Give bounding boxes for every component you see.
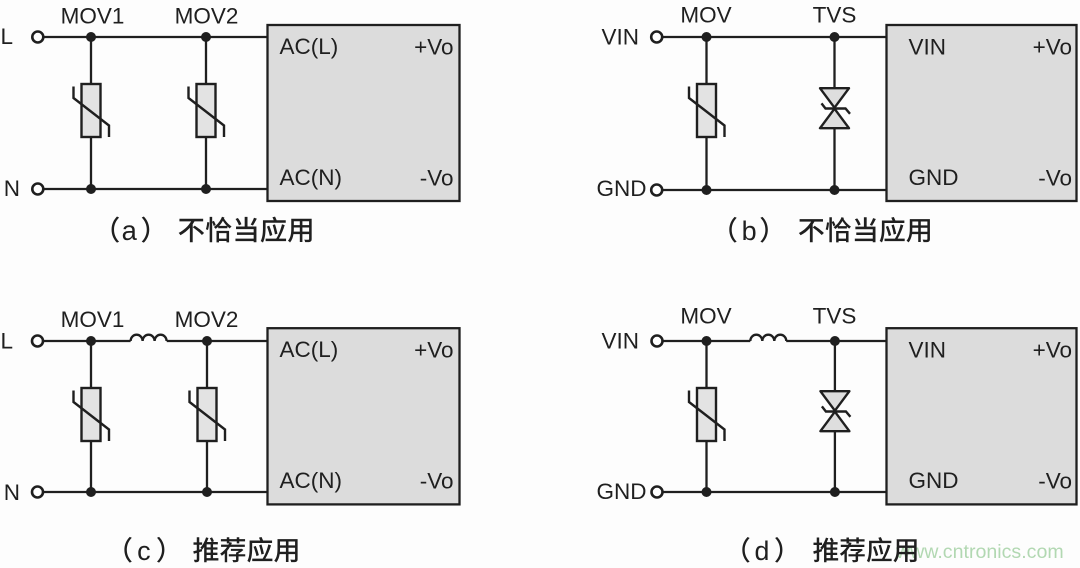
svg-text:GND: GND — [597, 176, 647, 201]
svg-text:AC(L): AC(L) — [280, 34, 339, 59]
svg-text:a: a — [122, 215, 138, 246]
svg-text:MOV1: MOV1 — [61, 307, 125, 332]
svg-text:d: d — [755, 536, 770, 566]
svg-text:+Vo: +Vo — [414, 35, 453, 60]
svg-text:GND: GND — [597, 479, 647, 504]
svg-text:VIN: VIN — [602, 329, 640, 354]
svg-text:AC(L): AC(L) — [280, 337, 339, 362]
svg-text:c: c — [137, 536, 151, 566]
svg-text:N: N — [4, 176, 20, 201]
svg-text:MOV: MOV — [680, 304, 731, 329]
svg-text:L: L — [1, 24, 14, 49]
svg-text:www.cntronics.com: www.cntronics.com — [895, 541, 1064, 563]
svg-text:MOV2: MOV2 — [175, 307, 239, 332]
svg-text:GND: GND — [909, 165, 959, 190]
svg-text:N: N — [4, 480, 20, 505]
svg-text:AC(N): AC(N) — [280, 468, 343, 493]
svg-text:-Vo: -Vo — [1038, 469, 1072, 494]
svg-text:MOV: MOV — [680, 3, 731, 28]
svg-text:MOV1: MOV1 — [61, 4, 125, 29]
svg-text:+Vo: +Vo — [414, 338, 453, 363]
svg-text:-Vo: -Vo — [1038, 166, 1072, 191]
svg-text:VIN: VIN — [602, 25, 640, 50]
svg-text:+Vo: +Vo — [1033, 35, 1072, 60]
svg-text:b: b — [742, 216, 757, 246]
svg-text:-Vo: -Vo — [420, 166, 454, 191]
svg-text:GND: GND — [909, 468, 959, 493]
svg-text:L: L — [1, 329, 14, 354]
svg-text:MOV2: MOV2 — [175, 4, 239, 29]
svg-text:-Vo: -Vo — [420, 469, 454, 494]
svg-text:TVS: TVS — [813, 304, 857, 329]
svg-text:TVS: TVS — [813, 3, 857, 28]
svg-text:AC(N): AC(N) — [280, 165, 343, 190]
svg-text:VIN: VIN — [909, 338, 947, 363]
svg-text:+Vo: +Vo — [1033, 338, 1072, 363]
svg-text:VIN: VIN — [909, 35, 947, 60]
